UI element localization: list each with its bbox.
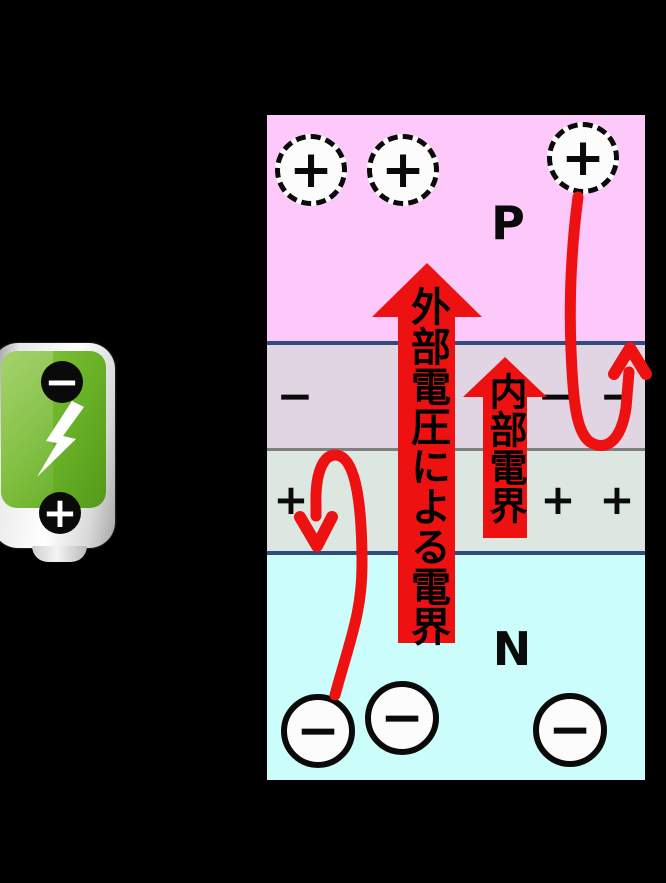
electron-circle: − — [365, 681, 439, 755]
battery-negative-terminal: − — [41, 361, 83, 403]
lightning-bolt-icon — [37, 401, 84, 477]
p-region-label: P — [491, 196, 525, 250]
electron-circle: − — [281, 694, 355, 768]
acceptor-ion-sign: − — [276, 371, 314, 422]
external-field-label: 外部電圧による電界 — [404, 286, 450, 646]
acceptor-ion-sign: − — [537, 371, 575, 422]
acceptor-ion-sign: − — [599, 371, 637, 422]
internal-field-label: 内部電界 — [483, 372, 527, 524]
n-region-label: N — [492, 622, 532, 676]
hole-circle: + — [367, 134, 439, 206]
electron-circle: − — [533, 693, 607, 767]
donor-ion-sign: + — [273, 475, 309, 524]
hole-circle: + — [275, 134, 347, 206]
positive-ion-band — [267, 451, 645, 551]
hole-circle: + — [547, 122, 619, 194]
donor-ion-sign: + — [540, 475, 576, 524]
donor-ion-sign: + — [599, 475, 635, 524]
battery-bottom-nub — [32, 546, 87, 562]
negative-ion-band — [267, 345, 645, 448]
battery-positive-terminal: + — [39, 492, 81, 534]
pn-junction-diagram: P N + + + − − − − − − + + + — [267, 115, 645, 780]
battery: − + — [0, 343, 115, 562]
